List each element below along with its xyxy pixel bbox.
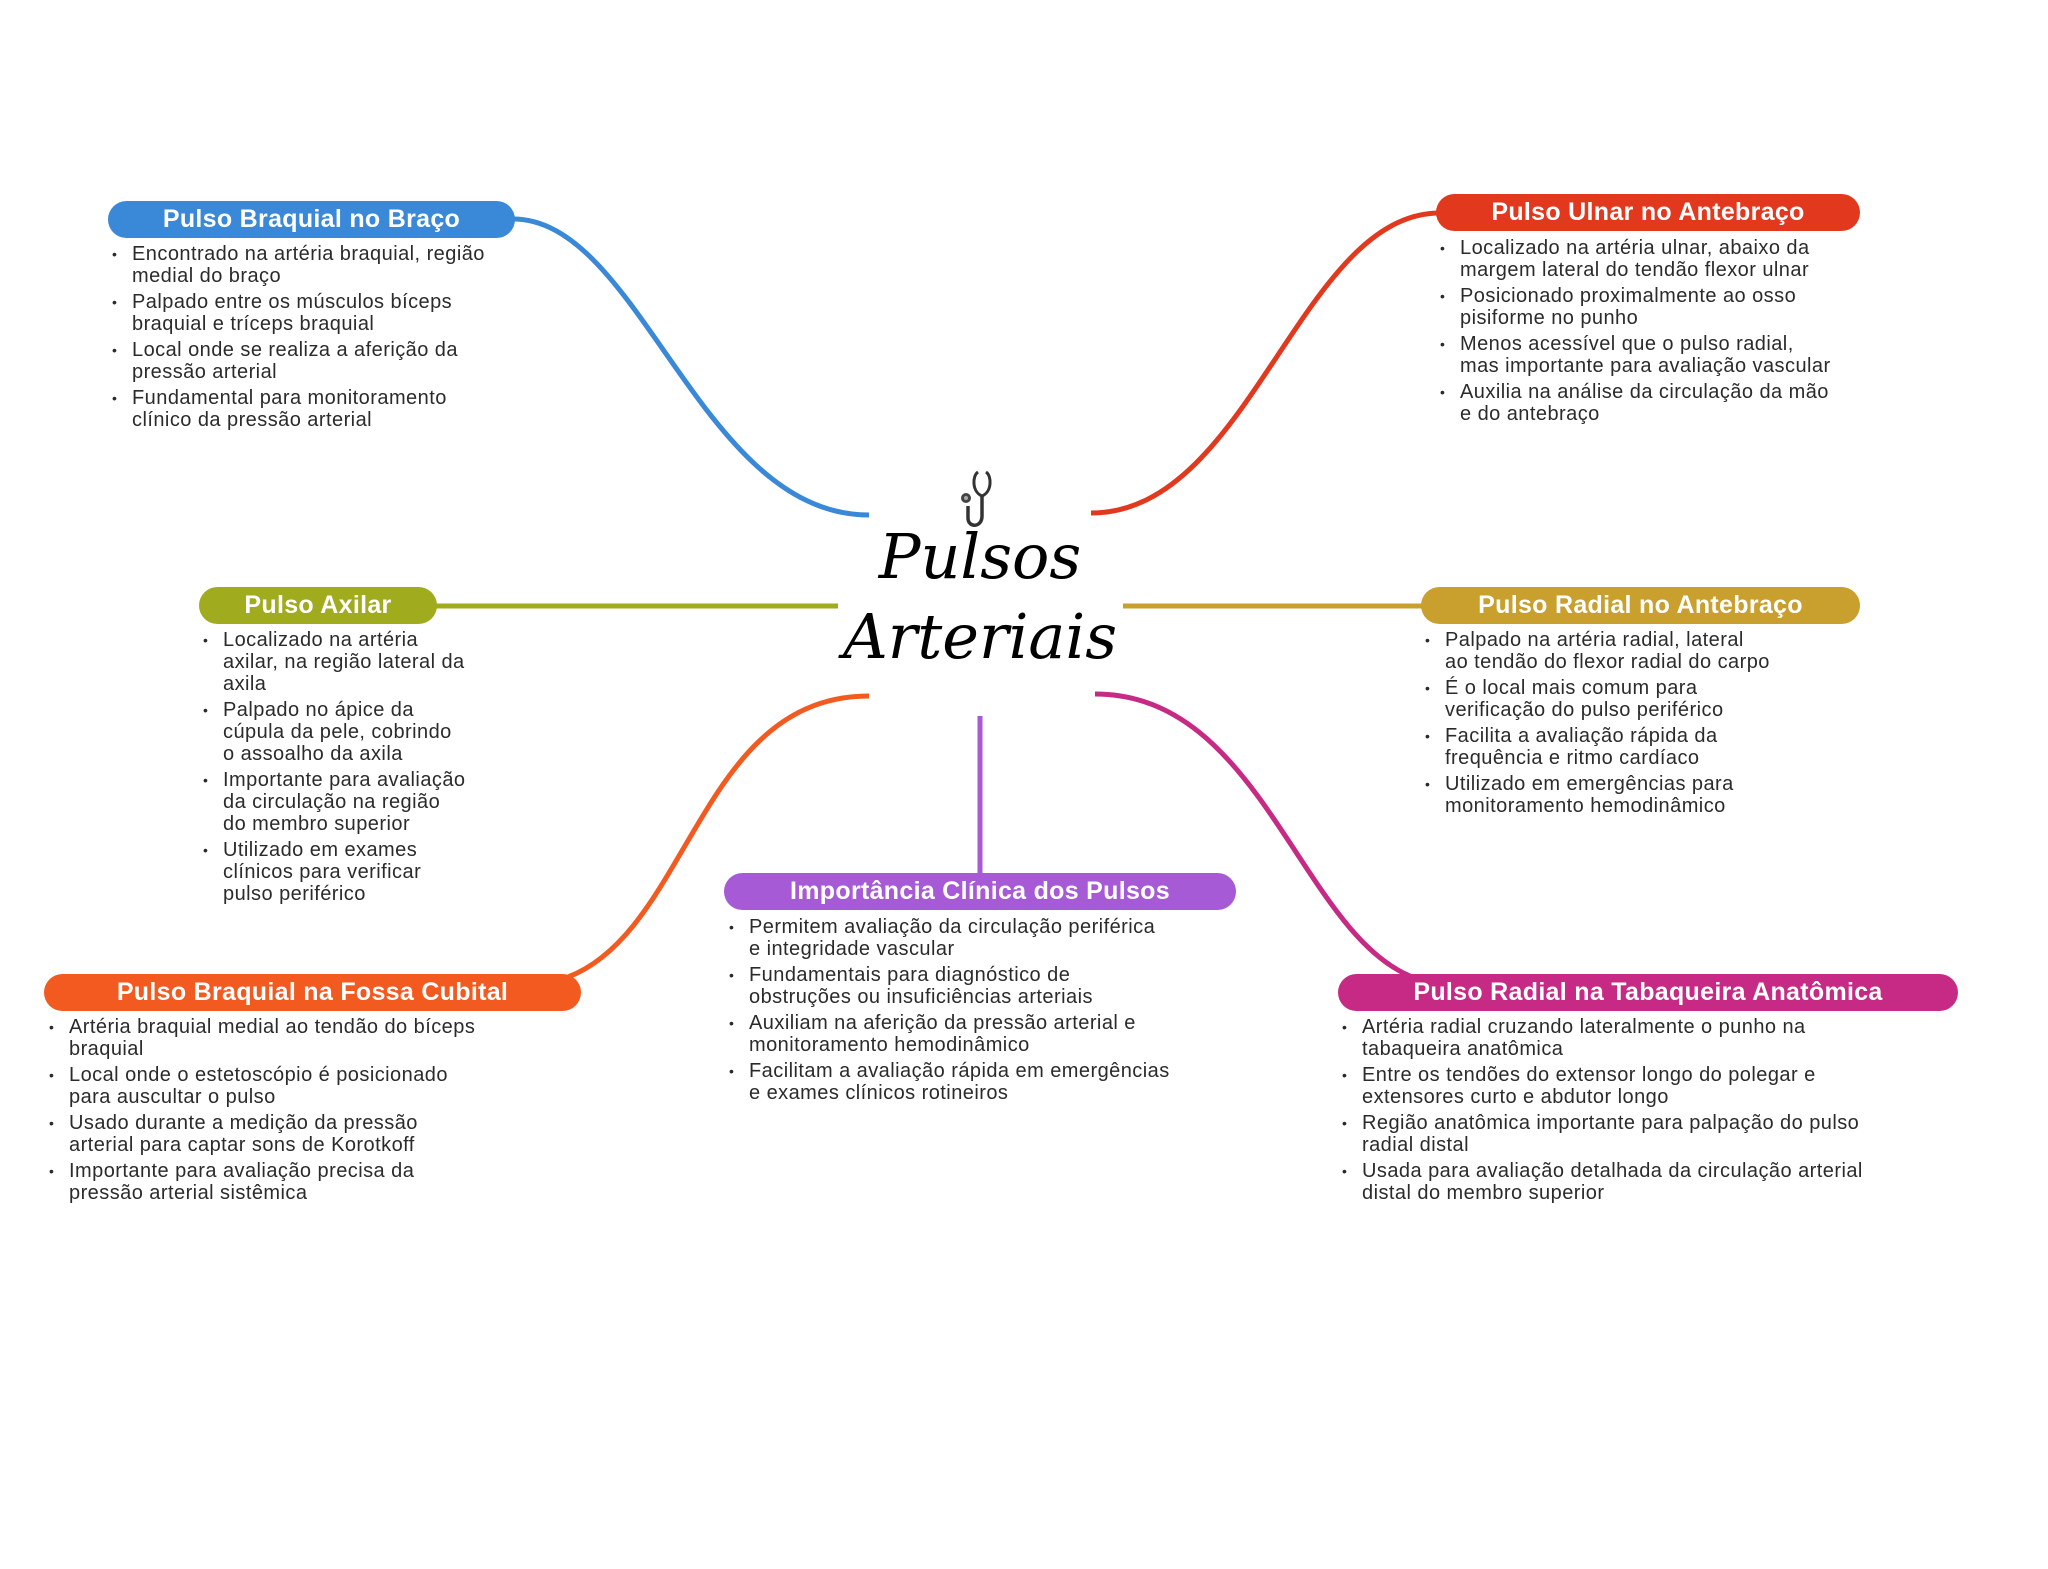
connector-tabaqueira <box>1094 691 1411 979</box>
list-item: Auxiliam na aferição da pressão arterial… <box>725 1012 1170 1056</box>
list-item: Menos acessível que o pulso radial, mas … <box>1436 333 1836 377</box>
list-item: Facilitam a avaliação rápida em emergênc… <box>725 1060 1170 1104</box>
central-title-line2: Arteriais <box>842 600 1118 673</box>
list-item: Importante para avaliação precisa da pre… <box>45 1160 485 1204</box>
node-list-importancia: Permitem avaliação da circulação perifér… <box>725 916 1170 1108</box>
list-item: Facilita a avaliação rápida da frequênci… <box>1421 725 1771 769</box>
node-title-ulnar[interactable]: Pulso Ulnar no Antebraço <box>1436 194 1860 231</box>
node-list-braquial-braco: Encontrado na artéria braquial, região m… <box>108 243 488 435</box>
node-list-radial: Palpado na artéria radial, lateral ao te… <box>1421 629 1771 821</box>
node-title-radial[interactable]: Pulso Radial no Antebraço <box>1421 587 1860 624</box>
node-title-tabaqueira[interactable]: Pulso Radial na Tabaqueira Anatômica <box>1338 974 1958 1011</box>
list-item: Usado durante a medição da pressão arter… <box>45 1112 485 1156</box>
list-item: Entre os tendões do extensor longo do po… <box>1338 1064 1863 1108</box>
list-item: Usada para avaliação detalhada da circul… <box>1338 1160 1863 1204</box>
list-item: Utilizado em exames clínicos para verifi… <box>199 839 469 905</box>
list-item: Região anatômica importante para palpaçã… <box>1338 1112 1863 1156</box>
list-item: Local onde se realiza a aferição da pres… <box>108 339 488 383</box>
list-item: Palpado entre os músculos bíceps braquia… <box>108 291 488 335</box>
list-item: Fundamentais para diagnóstico de obstruç… <box>725 964 1170 1008</box>
node-list-axilar: Localizado na artéria axilar, na região … <box>199 629 469 909</box>
list-item: Localizado na artéria ulnar, abaixo da m… <box>1436 237 1836 281</box>
node-list-tabaqueira: Artéria radial cruzando lateralmente o p… <box>1338 1016 1863 1208</box>
list-item: Permitem avaliação da circulação perifér… <box>725 916 1170 960</box>
stethoscope-icon <box>961 470 992 527</box>
list-item: Palpado no ápice da cúpula da pele, cobr… <box>199 699 469 765</box>
list-item: Utilizado em emergências para monitorame… <box>1421 773 1771 817</box>
list-item: Local onde o estetoscópio é posicionado … <box>45 1064 485 1108</box>
list-item: Importante para avaliação da circulação … <box>199 769 469 835</box>
list-item: Palpado na artéria radial, lateral ao te… <box>1421 629 1771 673</box>
list-item: Artéria braquial medial ao tendão do bíc… <box>45 1016 485 1060</box>
connector-ulnar <box>1090 210 1441 516</box>
list-item: Posicionado proximalmente ao osso pisifo… <box>1436 285 1836 329</box>
node-title-fossa-cubital[interactable]: Pulso Braquial na Fossa Cubital <box>44 974 581 1011</box>
node-title-importancia[interactable]: Importância Clínica dos Pulsos <box>724 873 1236 910</box>
connector-fossa-cubital <box>567 693 870 980</box>
node-list-fossa-cubital: Artéria braquial medial ao tendão do bíc… <box>45 1016 485 1208</box>
node-list-ulnar: Localizado na artéria ulnar, abaixo da m… <box>1436 237 1836 429</box>
node-title-axilar[interactable]: Pulso Axilar <box>199 587 437 624</box>
list-item: Auxilia na análise da circulação da mão … <box>1436 381 1836 425</box>
connector-braquial-braco <box>512 216 870 518</box>
node-title-braquial-braco[interactable]: Pulso Braquial no Braço <box>108 201 515 238</box>
central-title-line1: Pulsos <box>878 520 1082 593</box>
list-item: Encontrado na artéria braquial, região m… <box>108 243 488 287</box>
list-item: Fundamental para monitoramento clínico d… <box>108 387 488 431</box>
list-item: É o local mais comum para verificação do… <box>1421 677 1771 721</box>
list-item: Artéria radial cruzando lateralmente o p… <box>1338 1016 1863 1060</box>
list-item: Localizado na artéria axilar, na região … <box>199 629 469 695</box>
